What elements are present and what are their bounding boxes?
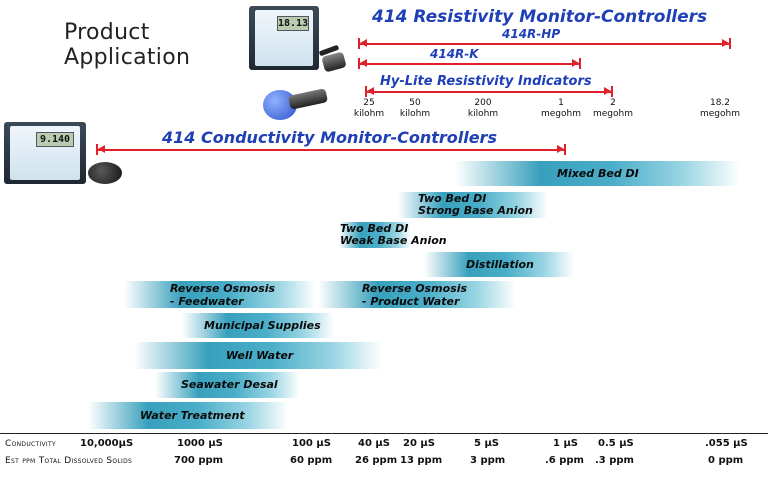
conductivity-row-label: Conductivity [5, 439, 56, 449]
conductivity-value: 40 µS [358, 438, 390, 449]
conductivity-monitor-title: 414 Conductivity Monitor-Controllers [162, 128, 497, 147]
tds-row-label: Est ppm Total Dissolved Solids [5, 456, 133, 466]
conductivity-value: 20 µS [403, 438, 435, 449]
tds-value: 3 ppm [470, 455, 506, 466]
application-band-ro-feedwater: Reverse Osmosis - Feedwater [124, 281, 316, 308]
application-band-ro-product-water: Reverse Osmosis - Product Water [318, 281, 516, 308]
hylite-indicator-device [263, 82, 333, 124]
application-band-distillation: Distillation [424, 252, 574, 277]
application-band-water-treatment: Water Treatment [88, 402, 288, 429]
conductivity-value: 100 µS [292, 438, 331, 449]
conductivity-range-arrow [96, 144, 566, 155]
hylite-probe-icon [287, 88, 329, 110]
conductivity-probe-icon [88, 162, 122, 184]
conductivity-value: .055 µS [705, 438, 748, 449]
application-band-seawater-desal: Seawater Desal [155, 372, 300, 398]
resistivity-monitor-lcd: 18.13 [277, 16, 309, 31]
conductivity-value: 1000 µS [177, 438, 223, 449]
conductivity-value: 1 µS [553, 438, 578, 449]
tds-value: 60 ppm [290, 455, 333, 466]
hp-range-arrow [358, 38, 731, 49]
conductivity-monitor-device: 9.140 [4, 122, 126, 190]
hylite-range-arrow [365, 86, 613, 97]
k-model-title: 414R-K [430, 47, 479, 61]
k-range-arrow [358, 58, 581, 69]
hylite-title: Hy-Lite Resistivity Indicators [380, 74, 592, 89]
application-band-municipal-supplies: Municipal Supplies [182, 313, 334, 338]
tds-value: .6 ppm [545, 455, 584, 466]
tds-value: 700 ppm [174, 455, 224, 466]
application-band-two-bed-di-weak: Two Bed DI Weak Base Anion [339, 222, 447, 248]
page-title-line2: Application [64, 45, 191, 70]
conductivity-monitor-lcd: 9.140 [36, 132, 74, 147]
conductivity-value: 0.5 µS [598, 438, 634, 449]
resistivity-probe-icon [321, 51, 347, 73]
conductivity-value: 10,000µS [80, 438, 134, 449]
tds-value: 26 ppm [355, 455, 398, 466]
tds-value: 0 ppm [708, 455, 744, 466]
page-title-line1: Product [64, 20, 150, 45]
application-band-well-water: Well Water [134, 342, 382, 369]
resistivity-monitor-title: 414 Resistivity Monitor-Controllers [372, 7, 708, 27]
tds-value: .3 ppm [595, 455, 634, 466]
application-band-mixed-bed-di: Mixed Bed DI [455, 161, 740, 186]
hp-model-title: 414R-HP [502, 27, 561, 41]
resistivity-monitor-device: 18.13 [249, 6, 349, 73]
tds-value: 13 ppm [400, 455, 443, 466]
conductivity-value: 5 µS [474, 438, 499, 449]
application-band-two-bed-di-strong: Two Bed DI Strong Base Anion [398, 192, 548, 218]
axis-divider-line [0, 433, 768, 434]
